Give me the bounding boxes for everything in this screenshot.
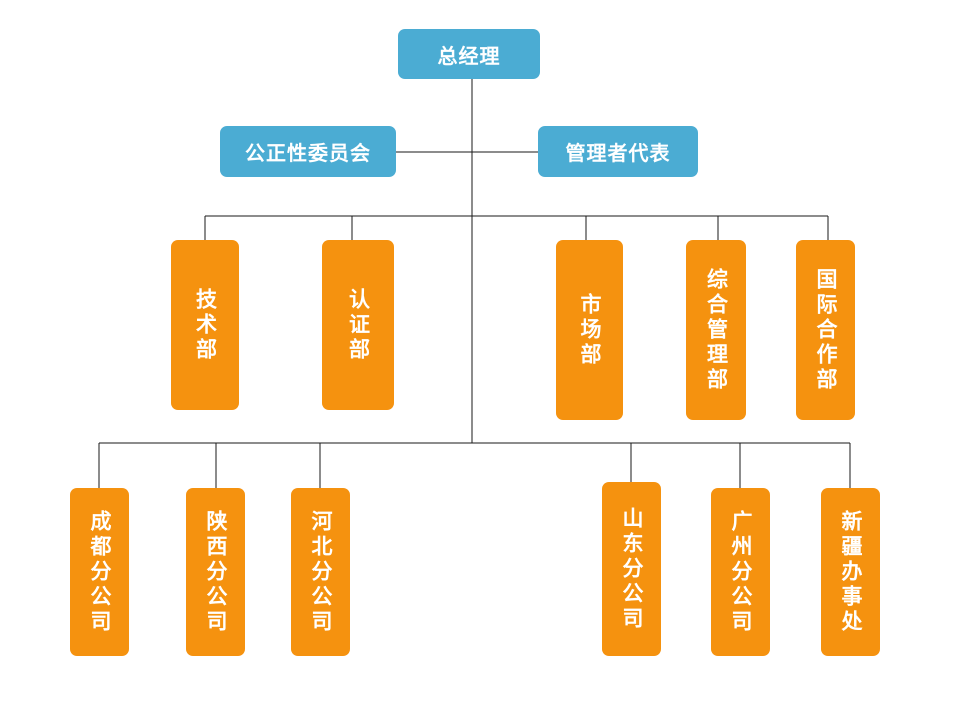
dept-international-cooperation-box: 国际合作部 [796,240,855,420]
branch-chengdu-box: 成都分公司 [70,488,129,656]
general-manager-box: 总经理 [398,29,540,79]
dept-certification-box: 认证部 [322,240,394,410]
dept-technology-box: 技术部 [171,240,239,410]
branch-hebei-box: 河北分公司 [291,488,350,656]
dept-general-management-box: 综合管理部 [686,240,746,420]
impartiality-committee-box: 公正性委员会 [220,126,396,177]
branch-shaanxi-box: 陕西分公司 [186,488,245,656]
branch-guangzhou-box: 广州分公司 [711,488,770,656]
dept-marketing-box: 市场部 [556,240,623,420]
branch-xinjiang-office-box: 新疆办事处 [821,488,880,656]
branch-shandong-box: 山东分公司 [602,482,661,656]
management-representative-box: 管理者代表 [538,126,698,177]
